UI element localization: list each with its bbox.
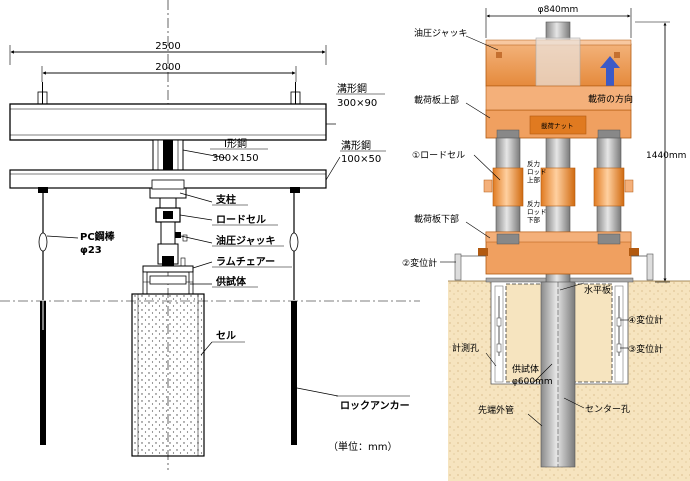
unit-label: （単位：mm）: [328, 440, 397, 453]
gauge-2-post-right: [646, 253, 654, 281]
dim-2500-label: 2500: [155, 41, 180, 52]
beam-top-size-label: 300×90: [337, 98, 377, 109]
gauge-2-post-left: [454, 253, 462, 281]
center-coupling: [540, 167, 576, 207]
rod-upper-label-2: ロッド: [527, 168, 547, 176]
beam-low-size-label: 100×50: [341, 154, 381, 165]
dim-2000-label: 2000: [155, 62, 180, 73]
rod-lower-label-1: 反力: [527, 199, 540, 208]
dim-840-label: φ840mm: [538, 5, 579, 15]
pc-bar-size-label: φ23: [80, 245, 102, 256]
rod-load-cell-label: ①ロードセル: [412, 150, 465, 161]
gauge-2-label: ②変位計: [402, 257, 437, 269]
jack-label: 油圧ジャッキ: [216, 234, 276, 247]
load-nut: [529, 115, 587, 135]
gauge-4-label: ④変位計: [628, 314, 663, 326]
rod-lower-label-2: ロッド: [527, 208, 547, 216]
cell-specimen-block: [131, 293, 205, 457]
soil-ground: [448, 281, 690, 481]
load-direction-label: 載荷の方向: [588, 93, 633, 105]
center-hole-label: センター孔: [585, 404, 630, 415]
rock-anchor-right: [291, 301, 297, 445]
beam-top-name-label: 溝形鋼: [337, 82, 367, 95]
right-jack-label: 油圧ジャッキ: [414, 27, 468, 39]
right-specimen-label: 供試体: [512, 363, 539, 375]
left-frame-diagram: 2500 2000: [0, 0, 420, 470]
load-direction-arrow-icon: [600, 56, 620, 86]
gauge-3-label: ③変位計: [628, 343, 663, 355]
ibeam-name-label: I形鋼: [224, 137, 247, 150]
ram-chair: [142, 265, 194, 273]
outer-tube-label: 先端外管: [478, 404, 514, 416]
pc-bar-name-label: PC鋼棒: [80, 230, 116, 243]
cell-label: セル: [216, 330, 236, 342]
beam-low-name-label: 溝形鋼: [341, 139, 371, 152]
dim-1440-label: 1440mm: [646, 151, 686, 161]
rod-upper-label-1: 反力: [527, 159, 540, 168]
hydraulic-jack: [160, 221, 176, 245]
rod-load-cell-left: [492, 167, 524, 207]
rod-upper-label-3: 上部: [527, 175, 541, 184]
rod-lower-label-3: 下部: [527, 215, 541, 224]
rock-anchor-left: [40, 301, 46, 445]
hole-label: 計測孔: [452, 342, 479, 354]
upper-plate-label: 載荷板上部: [414, 94, 459, 106]
ibeam-size-label: 300×150: [212, 153, 259, 164]
load-nut-label: 載荷ナット: [541, 121, 574, 130]
right-specimen-size-label: φ600mm: [512, 377, 553, 387]
load-cell-label: ロードセル: [216, 214, 266, 226]
ram-chair-label: ラムチェアー: [216, 256, 275, 268]
lower-plate-label: 載荷板下部: [414, 213, 459, 225]
top-channel-beam: [9, 103, 327, 141]
rod-load-cell-right: [593, 167, 625, 207]
rock-anchor-label: ロックアンカー: [340, 400, 410, 412]
support-label: 支柱: [215, 193, 236, 206]
level-plate-label: 水平板: [584, 284, 611, 296]
right-apparatus-diagram: φ840mm 1440mm 油圧ジャッキ 載荷の方向 載荷板上部 載荷ナット ①…: [402, 5, 690, 481]
specimen-label: 供試体: [215, 275, 247, 288]
